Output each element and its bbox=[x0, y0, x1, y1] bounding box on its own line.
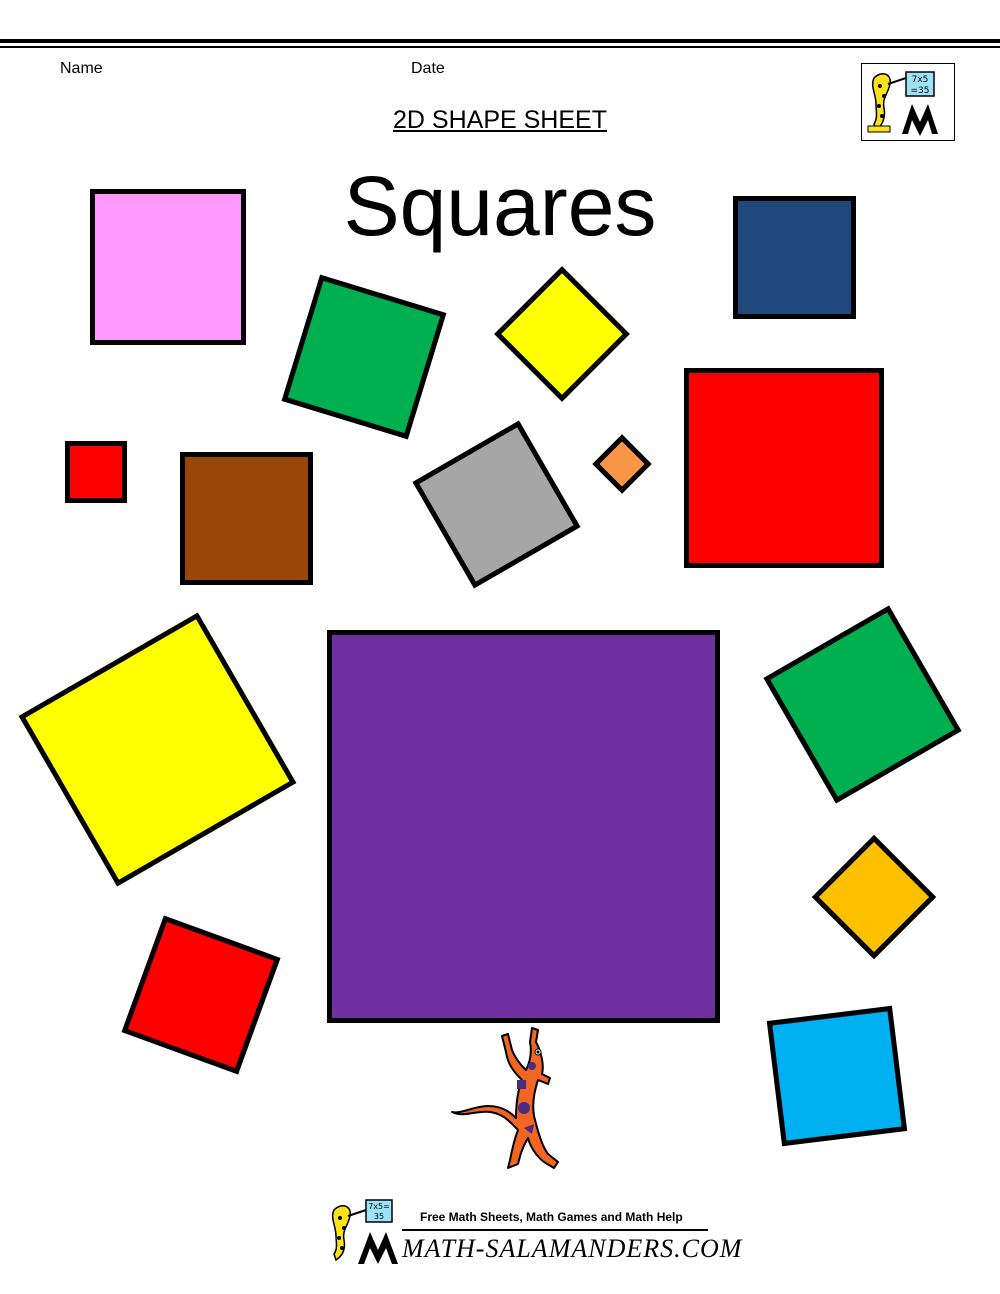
footer-board-text-1: 7x5= bbox=[368, 1202, 390, 1211]
footer-site-name: MATH-SALAMANDERS.COM bbox=[402, 1234, 743, 1263]
name-label: Name bbox=[60, 60, 103, 77]
square-pink bbox=[90, 189, 246, 345]
footer-tagline: Free Math Sheets, Math Games and Math He… bbox=[420, 1210, 683, 1224]
square-green-right bbox=[763, 605, 962, 804]
board-text-1: 7x5 bbox=[912, 75, 929, 85]
square-gray-tilted bbox=[412, 420, 581, 589]
page-title: Squares bbox=[343, 159, 657, 253]
date-label: Date bbox=[411, 60, 445, 77]
footer-logo: 7x5= 35 Free Math Sheets, Math Games and… bbox=[322, 1198, 741, 1268]
square-blue-tilted bbox=[766, 1005, 908, 1147]
square-green-tilted bbox=[281, 274, 447, 440]
footer-divider bbox=[402, 1229, 708, 1231]
math-salamanders-logo: 7x5 =35 bbox=[861, 63, 955, 141]
footer-salamander-icon: 7x5= 35 bbox=[331, 1199, 398, 1264]
chalkboard-icon bbox=[905, 71, 935, 97]
footer-board-text-2: 35 bbox=[374, 1212, 384, 1221]
square-red-tilted bbox=[121, 915, 281, 1075]
salamander-teacher-icon: 7x5 =35 bbox=[867, 71, 938, 136]
top-rule-thick bbox=[0, 39, 1000, 43]
square-red-small bbox=[65, 441, 127, 503]
square-brown bbox=[180, 452, 313, 585]
square-red-large bbox=[684, 368, 884, 568]
square-yellow-tilted bbox=[18, 612, 297, 887]
top-rule-thin bbox=[0, 46, 1000, 48]
square-orange-diamond bbox=[592, 434, 652, 494]
square-gold-diamond bbox=[811, 834, 937, 960]
salamander-mascot-icon bbox=[451, 1027, 559, 1169]
square-navy bbox=[733, 196, 856, 319]
board-text-2: =35 bbox=[911, 86, 930, 96]
square-purple bbox=[327, 630, 720, 1023]
square-yellow-diamond bbox=[494, 266, 630, 402]
sheet-title: 2D SHAPE SHEET bbox=[393, 106, 607, 134]
